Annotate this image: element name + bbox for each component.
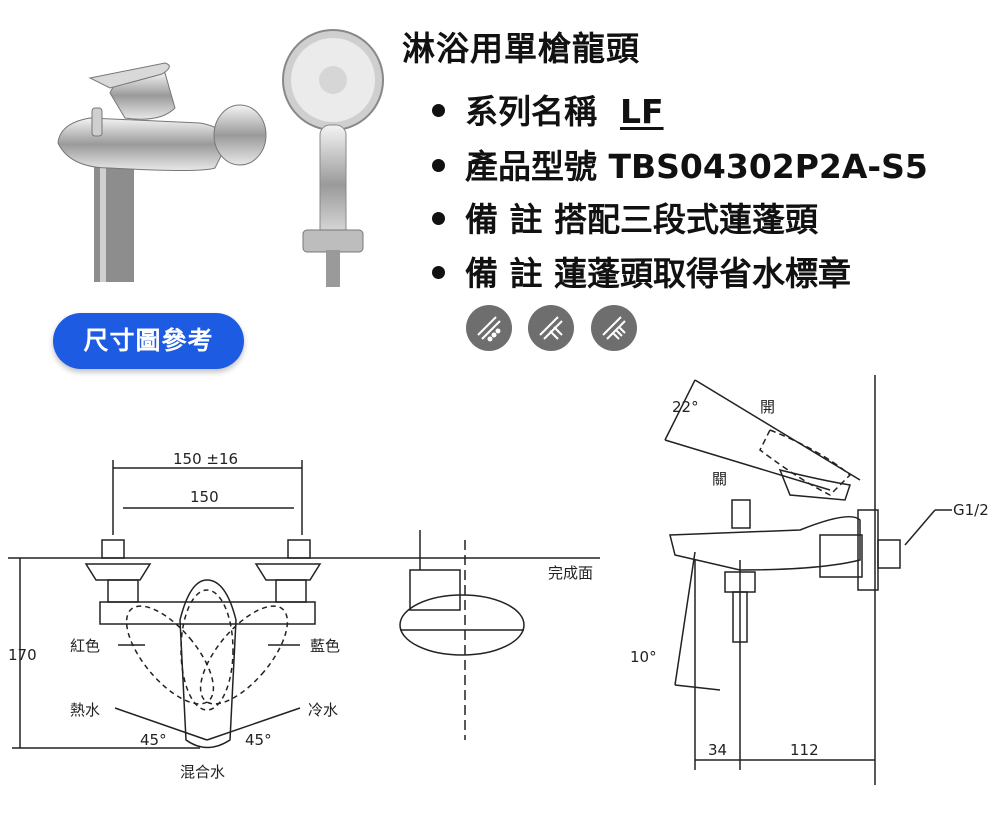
- bullet-icon: [432, 266, 445, 279]
- hand-shower-photo: [282, 29, 384, 287]
- spec-note-1: 備 註 搭配三段式蓮蓬頭: [432, 193, 818, 241]
- open-label: 開: [760, 398, 775, 416]
- spec-value: 蓮蓬頭取得省水標章: [554, 254, 851, 293]
- spout-angle-label: 10°: [630, 648, 657, 666]
- spec-label: 備 註: [465, 200, 543, 239]
- red-label: 紅色: [70, 637, 100, 655]
- spray-mode-1-icon: [466, 305, 512, 351]
- spec-value: 搭配三段式蓮蓬頭: [554, 200, 818, 239]
- spray-mode-2-icon: [528, 305, 574, 351]
- spec-value: TBS04302P2A-S5: [608, 147, 928, 186]
- dim-inner-label: 150: [190, 488, 219, 506]
- dim-b-label: 112: [790, 741, 819, 759]
- spec-label: 備 註: [465, 254, 543, 293]
- bullet-icon: [432, 104, 445, 117]
- spec-model: 產品型號 TBS04302P2A-S5: [432, 140, 928, 188]
- spray-mode-3-icon: [591, 305, 637, 351]
- spec-series: 系列名稱 LF: [432, 85, 664, 133]
- lever-angle-label: 22°: [672, 398, 699, 416]
- side-view-drawing: 22° 開 關 G1/2 10° 34 112: [630, 375, 989, 785]
- spec-label: 系列名稱: [465, 92, 597, 131]
- thread-label: G1/2: [953, 501, 989, 519]
- bullet-icon: [432, 212, 445, 225]
- hot-water-label: 熱水: [70, 701, 100, 719]
- spec-value: LF: [619, 92, 664, 131]
- cold-water-label: 冷水: [308, 701, 338, 719]
- bullet-icon: [432, 159, 445, 172]
- faucet-photo: [57, 62, 267, 282]
- angle-right-label: 45°: [245, 731, 272, 749]
- front-view-drawing: 150 ±16 150 170 完成面 紅色 藍色 熱水 冷水 45° 45° …: [8, 450, 600, 781]
- finish-surface-label: 完成面: [548, 564, 593, 582]
- spec-label: 產品型號: [465, 147, 597, 186]
- angle-left-label: 45°: [140, 731, 167, 749]
- spec-note-2: 備 註 蓮蓬頭取得省水標章: [432, 247, 851, 295]
- close-label: 關: [712, 470, 727, 488]
- dimension-reference-button[interactable]: 尺寸圖參考: [53, 313, 244, 369]
- product-title: 淋浴用單槍龍頭: [402, 29, 640, 68]
- dim-a-label: 34: [708, 741, 727, 759]
- height-label: 170: [8, 646, 37, 664]
- dim-outer-label: 150 ±16: [173, 450, 238, 468]
- mixed-water-label: 混合水: [180, 763, 225, 781]
- blue-label: 藍色: [310, 637, 340, 655]
